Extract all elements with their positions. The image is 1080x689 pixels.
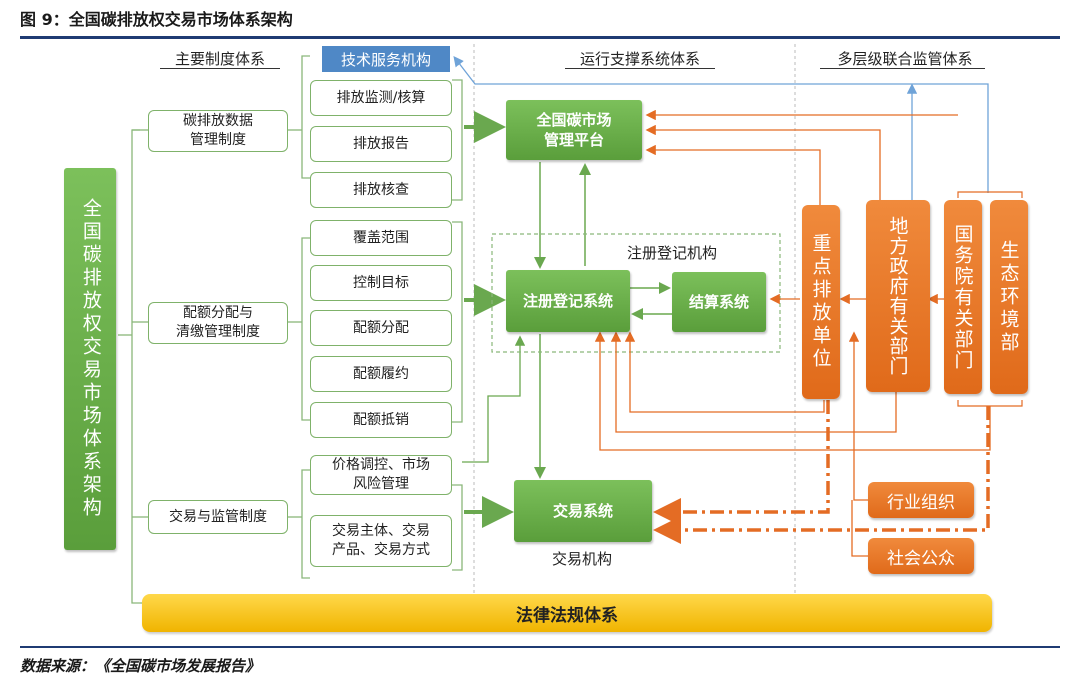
bottom-rule [20,646,1060,648]
local-gov-box: 地方政府有关部门 [866,200,930,392]
trading-org-label: 交易机构 [551,550,612,568]
item-monitor: 排放监测/核算 [310,80,452,116]
source-note: 数据来源：《全国碳市场发展报告》 [20,657,261,675]
settlement-system: 结算系统 [672,272,766,332]
industry-box: 行业组织 [868,482,974,518]
item-fulfill: 配额履约 [310,356,452,392]
item-coverage: 覆盖范围 [310,220,452,256]
header-support-systems: 运行支撑系统体系 [579,50,700,68]
figure-title: 图 9：全国碳排放权交易市场体系架构 [20,10,293,29]
public-box: 社会公众 [868,538,974,574]
carbon-data-system: 碳排放数据 管理制度 [148,110,288,152]
state-council-box: 国务院有关部门 [944,200,982,394]
key-emitters-box: 重点排放单位 [802,205,840,399]
item-subject: 交易主体、交易 产品、交易方式 [310,515,452,567]
item-allocate: 配额分配 [310,310,452,346]
header-supervision: 多层级联合监管体系 [837,50,973,68]
item-price: 价格调控、市场 风险管理 [310,455,452,495]
trade-supervise-system: 交易与监管制度 [148,500,288,534]
eco-env-box: 生态环境部 [990,200,1028,394]
header-main-systems: 主要制度体系 [174,50,265,68]
header-underline [565,68,715,69]
quota-system: 配额分配与 清缴管理制度 [148,302,288,344]
root-box: 全国碳排放权交易市场体系架构 [64,168,116,550]
national-platform: 全国碳市场 管理平台 [506,100,642,160]
registry-org-label: 注册登记机构 [626,244,717,262]
item-offset: 配额抵销 [310,402,452,438]
item-verify: 排放核查 [310,172,452,208]
law-bar: 法律法规体系 [142,594,992,632]
registry-system: 注册登记系统 [506,270,630,332]
item-target: 控制目标 [310,265,452,301]
header-underline [160,68,280,69]
item-report: 排放报告 [310,126,452,162]
trading-system: 交易系统 [514,480,652,542]
header-underline [820,68,985,69]
top-rule [20,36,1060,39]
tech-service-box: 技术服务机构 [322,46,450,72]
